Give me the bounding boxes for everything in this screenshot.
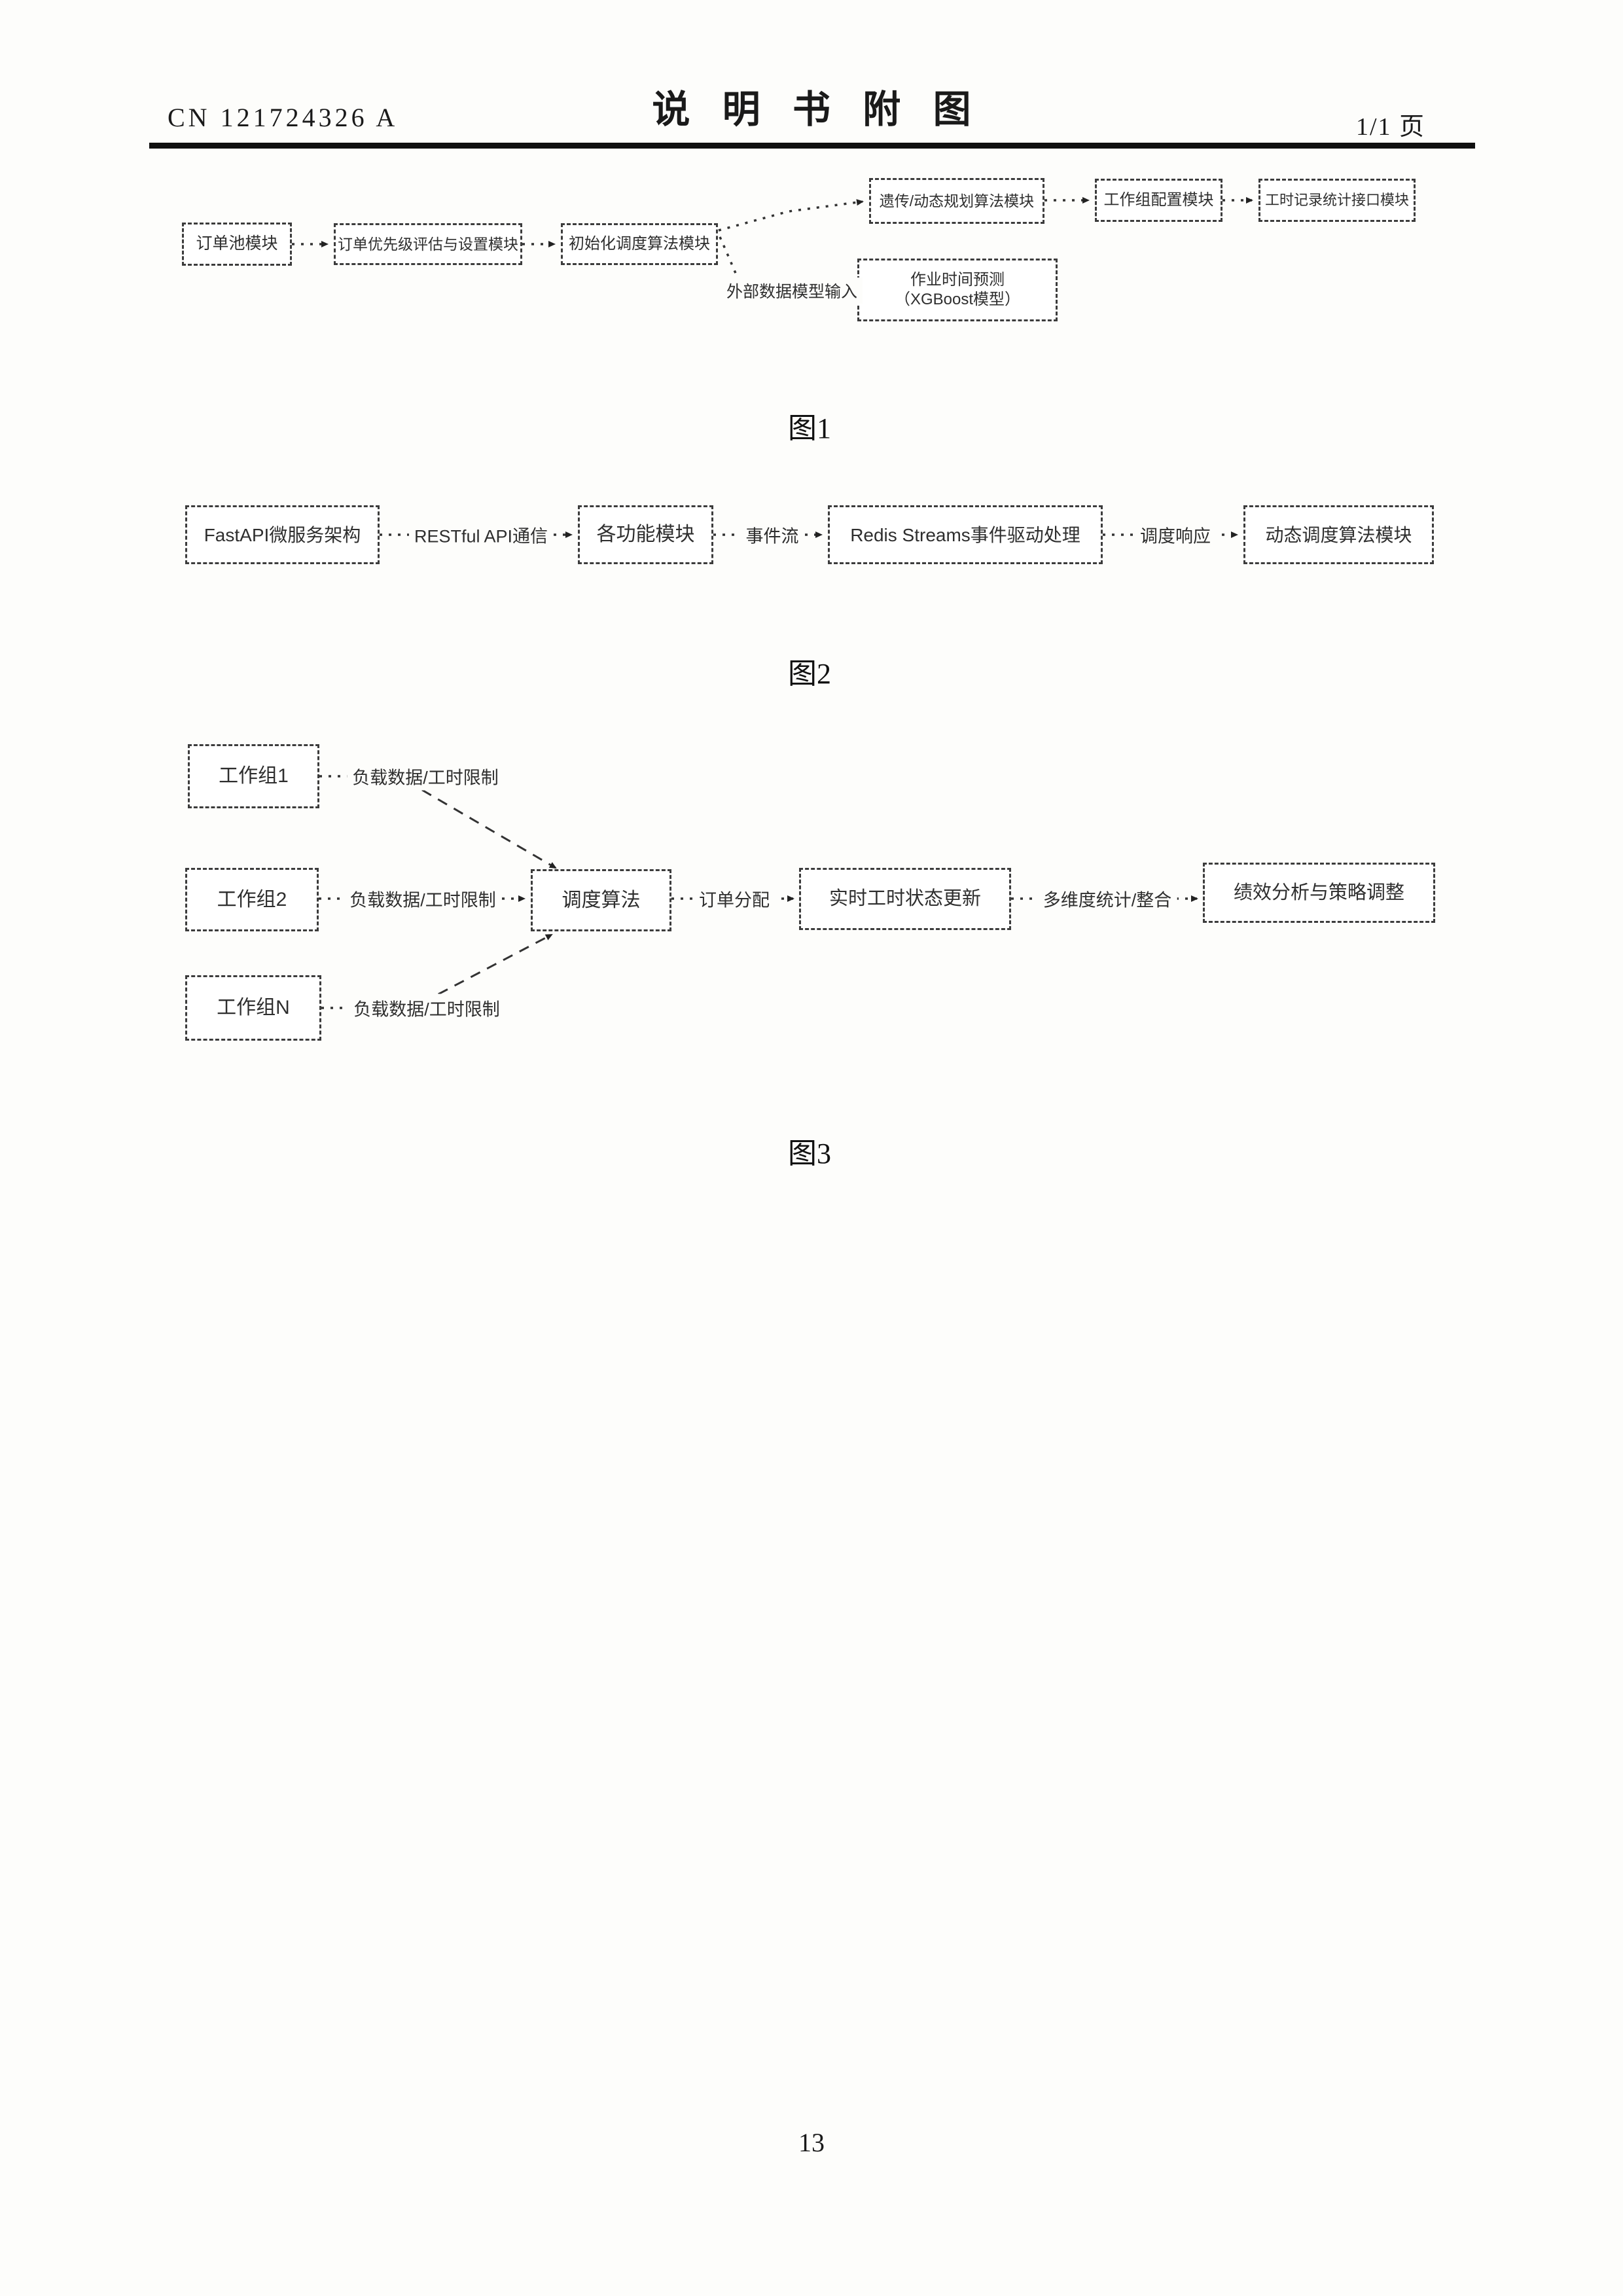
fig3-box-performance: 绩效分析与策略调整	[1203, 863, 1435, 923]
fig2-caption: 图2	[788, 658, 831, 690]
fig1-box-timesheet-interface: 工时记录统计接口模块	[1258, 179, 1416, 222]
fig3-label-load-groupN: 负载数据/工时限制	[348, 994, 505, 1022]
fig1-box-priority-eval: 订单优先级评估与设置模块	[334, 223, 522, 265]
fig2-label-schedule-response: 调度响应	[1135, 520, 1216, 549]
fig3-box-groupN: 工作组N	[185, 975, 321, 1041]
fig3-box-group2: 工作组2	[185, 868, 319, 931]
fig2-box-redis-streams: Redis Streams事件驱动处理	[828, 505, 1103, 564]
fig1-caption: 图1	[788, 412, 831, 444]
fig1-label-external-input: 外部数据模型输入	[721, 278, 863, 304]
fig3-box-realtime-update: 实时工时状态更新	[799, 868, 1011, 930]
fig3-arrow-groupN-to-scheduler	[421, 933, 553, 1004]
fig2-box-function-modules: 各功能模块	[578, 505, 713, 564]
fig3-label-load-group2: 负载数据/工时限制	[344, 884, 501, 913]
fig3-caption: 图3	[788, 1138, 831, 1170]
page-title: 说明书附图	[652, 88, 1003, 131]
fig3-label-stats: 多维度统计/整合	[1037, 884, 1177, 913]
fig1-arrow-init-to-geneticdp	[718, 199, 864, 232]
fig3-box-group1: 工作组1	[188, 744, 319, 808]
page-indicator: 1/1 页	[1356, 113, 1426, 141]
fig2-label-event-stream: 事件流	[740, 520, 804, 549]
fig1-box-workgroup-config: 工作组配置模块	[1095, 179, 1222, 222]
footer-page-number: 13	[798, 2128, 825, 2157]
fig3-box-scheduler: 调度算法	[531, 869, 671, 931]
fig1-box-genetic-dp: 遗传/动态规划算法模块	[869, 178, 1044, 224]
fig2-box-fastapi: FastAPI微服务架构	[185, 505, 380, 564]
fig1-box-xgboost-predict: 作业时间预测（XGBoost模型）	[857, 259, 1058, 321]
fig2-label-restful: RESTful API通信	[408, 520, 554, 549]
document-number: CN 121724326 A	[168, 103, 399, 132]
fig3-label-load-group1: 负载数据/工时限制	[347, 762, 504, 791]
fig3-label-order-assign: 订单分配	[694, 884, 775, 913]
header-rule	[149, 143, 1475, 149]
fig1-box-init-scheduler: 初始化调度算法模块	[561, 223, 718, 265]
fig2-box-dynamic-scheduler: 动态调度算法模块	[1243, 505, 1434, 564]
fig1-box-order-pool: 订单池模块	[182, 223, 292, 266]
fig3-arrow-group1-to-scheduler	[421, 789, 557, 869]
